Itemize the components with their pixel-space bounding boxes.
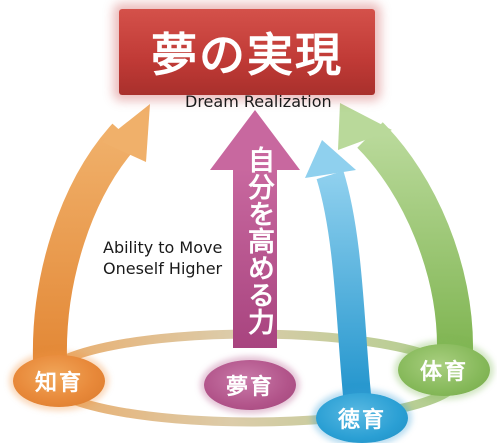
orange-arrow — [32, 104, 150, 361]
center-caption-line-1: Ability to Move — [103, 238, 223, 257]
title-banner: 夢の実現 — [119, 9, 375, 95]
green-arrow — [338, 103, 474, 351]
bubble-taiiku: 体育 — [398, 344, 490, 396]
bubble-tokuiku: 徳育 — [316, 393, 408, 443]
title-text: 夢の実現 — [151, 28, 343, 82]
bubble-yumeiku: 夢育 — [204, 360, 296, 410]
center-caption-line-2: Oneself Higher — [103, 259, 223, 278]
blue-arrow — [305, 140, 372, 407]
center-arrow-label: 自分を高める力 — [243, 146, 274, 335]
bubble-chiiku: 知育 — [13, 355, 105, 407]
purple-arrow — [210, 110, 300, 348]
subtitle: Dream Realization — [185, 92, 332, 111]
center-caption: Ability to Move Oneself Higher — [103, 237, 222, 279]
